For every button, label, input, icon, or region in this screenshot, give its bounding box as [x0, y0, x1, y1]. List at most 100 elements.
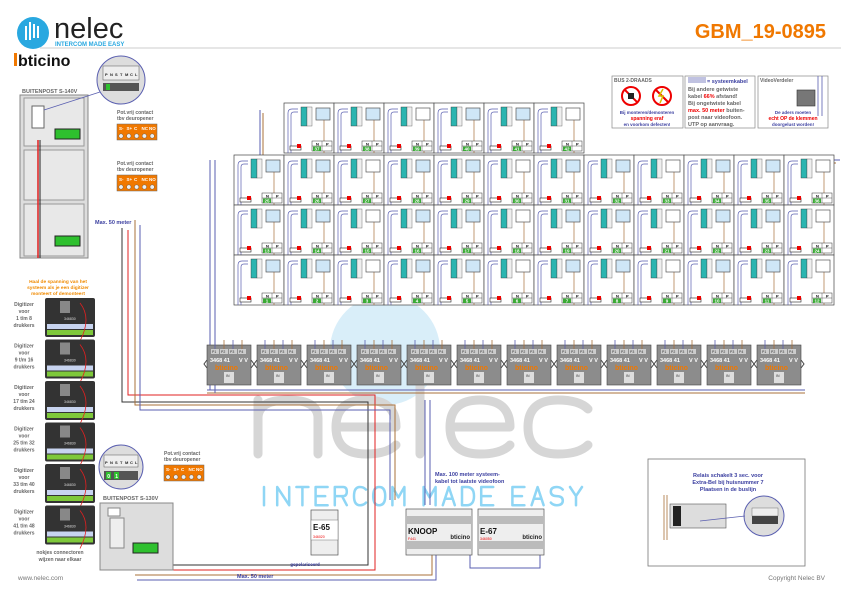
website-link[interactable]: www.nelec.com — [17, 575, 63, 582]
terminal-block-icon — [650, 208, 658, 229]
column-n-label: N — [516, 243, 519, 248]
e67-module: E-67 346050 bticino — [477, 508, 545, 556]
info-splitter-title: VideoVerdeler — [760, 78, 793, 84]
relay-line1: Relais schakelt 3 sec. voor — [693, 473, 764, 479]
videophone-icon — [315, 259, 331, 273]
info-bus-line1: Bij monteren/demonteren — [620, 110, 675, 115]
info-cable-max: max. 50 meter — [688, 108, 726, 114]
videophone-icon — [515, 209, 531, 223]
watermark-tagline-letter — [512, 487, 524, 505]
amplifier-port-label: P3 — [530, 350, 534, 354]
digitizer-stack: Haal de spanning van het systeem als je … — [13, 279, 95, 563]
screw-terminal-icon — [141, 133, 147, 139]
column-p-label: P — [476, 141, 479, 146]
knoop-code: F441 — [408, 537, 416, 541]
apartment-number: 25 — [264, 199, 270, 204]
screw-terminal-icon — [196, 474, 202, 480]
videophone-icon — [365, 107, 381, 121]
column-n-label: N — [316, 193, 319, 198]
column-p-label: P — [326, 243, 329, 248]
column-p-label: P — [526, 193, 529, 198]
terminal-block-icon — [450, 208, 458, 229]
amplifier-brand: bticino — [515, 365, 538, 372]
digitizer-label: voor — [19, 351, 30, 357]
terminal-block-icon — [650, 158, 658, 179]
apartment-number: 1 — [266, 299, 269, 304]
column-n-label: N — [816, 243, 819, 248]
apartment-number: 14 — [314, 249, 320, 254]
amplifier-input-label: IN — [776, 374, 780, 378]
videophone-icon — [665, 159, 681, 173]
apartment-number: 23 — [764, 249, 770, 254]
column-n-label: N — [766, 193, 769, 198]
amplifier-input-label: IN — [426, 374, 430, 378]
amplifier-model: 3468 41 — [360, 358, 380, 364]
terminal-block-icon — [750, 258, 758, 279]
terminal-block-icon — [800, 258, 808, 279]
column-n-label: N — [616, 243, 619, 248]
terminal-block-icon — [300, 208, 308, 229]
digitizer-warning-1: Haal de spanning van het — [29, 279, 87, 285]
screw-terminal-icon — [141, 184, 147, 190]
zoom-terminal-label: C — [130, 72, 133, 77]
amplifier-port-label: P4 — [389, 350, 393, 354]
amplifier-port-label: P4 — [539, 350, 543, 354]
amplifier-model: 3468 41 — [210, 358, 230, 364]
digitizer-label: drukkers — [13, 448, 34, 454]
apartment-number: 35 — [764, 199, 770, 204]
amplifier-model: 3468 41 — [660, 358, 680, 364]
amplifier-port-label: P2 — [221, 350, 225, 354]
contact-terminal-label: NO — [149, 126, 156, 131]
videophone-icon — [615, 259, 631, 273]
screw-terminal-icon — [134, 184, 140, 190]
apartment-number: 40 — [464, 147, 470, 152]
videophone-icon — [815, 209, 831, 223]
zoom-value-0: 0 — [107, 474, 110, 480]
column-p-label: P — [326, 293, 329, 298]
amplifier-vv: V V — [739, 358, 748, 364]
column-n-label: N — [616, 293, 619, 298]
terminal-block-icon — [450, 158, 458, 179]
videophone-icon — [565, 259, 581, 273]
column-p-label: P — [776, 193, 779, 198]
button-module: KNOOP F441 bticino — [405, 508, 473, 556]
digitizer-code: 346830 — [64, 483, 76, 487]
apartment-number: 5 — [466, 299, 469, 304]
amplifier-input-label: IN — [326, 374, 330, 378]
amplifier-brand: bticino — [465, 365, 488, 372]
column-n-label: N — [416, 193, 419, 198]
contact-top2-label1: Pot.vrij contact — [117, 161, 153, 167]
amplifier-port-label: P3 — [780, 350, 784, 354]
column-p-label: P — [576, 141, 579, 146]
apartment-number: 42 — [564, 147, 570, 152]
terminal-block-icon — [300, 106, 308, 127]
outdoor-top-title: BUITENPOST S-140V — [22, 89, 78, 95]
videophone-icon — [565, 159, 581, 173]
amplifier-port-label: P2 — [621, 350, 625, 354]
videophone-icon — [315, 107, 331, 121]
outdoor-bottom-title: BUITENPOST S-130V — [103, 496, 159, 502]
amplifier-brand: bticino — [215, 365, 238, 372]
info-splitter-line3: doorgelust worden! — [772, 122, 815, 127]
amplifier-model: 3468 41 — [460, 358, 480, 364]
